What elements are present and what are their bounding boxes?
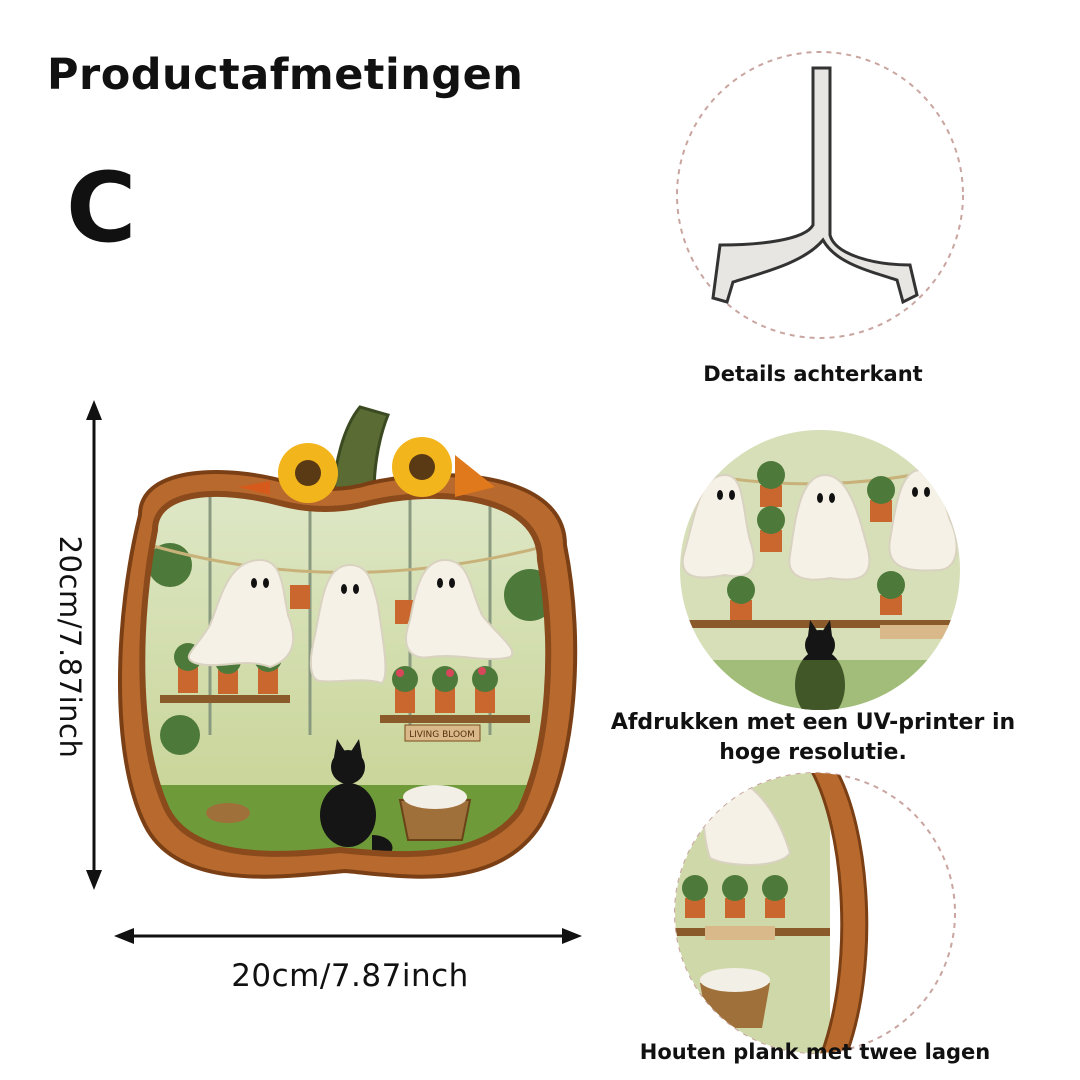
sunflower-left — [278, 443, 338, 503]
living-bloom-sign: LIVING BLOOM — [409, 730, 475, 740]
caption-back-details: Details achterkant — [703, 362, 923, 386]
page-title: Productafmetingen — [47, 50, 524, 100]
stand-detail-circle — [676, 51, 964, 339]
sunflower-right — [392, 437, 452, 497]
caption-uv-print: Afdrukken met een UV-printer in hoge res… — [610, 710, 1016, 765]
wood-edge — [807, 773, 869, 1053]
width-arrow — [114, 928, 582, 944]
pumpkin-product-image: LIVING BLOOM — [118, 405, 578, 879]
variant-letter: C — [66, 152, 137, 264]
wood-layers-circle — [674, 772, 956, 1054]
stand-icon — [711, 66, 919, 305]
width-label: 20cm/7.87inch — [231, 958, 469, 994]
caption-wood-layers: Houten plank met twee lagen — [639, 1040, 991, 1064]
height-arrow — [86, 400, 102, 890]
print-detail-circle — [680, 430, 960, 710]
height-label: 20cm/7.87inch — [53, 535, 87, 759]
